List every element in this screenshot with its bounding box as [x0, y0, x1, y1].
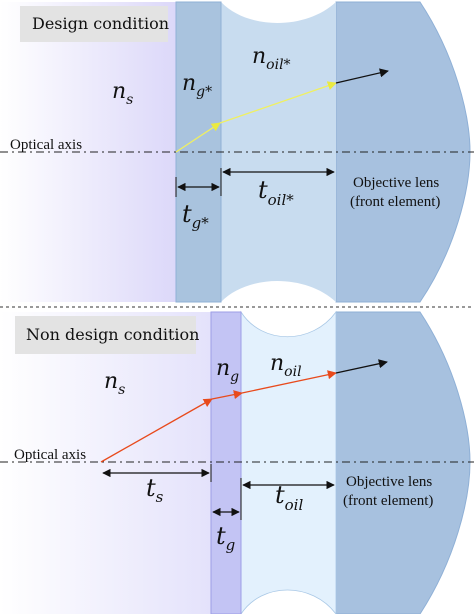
- design-title-box: [20, 6, 168, 42]
- nondesign-sample-medium: [0, 312, 211, 614]
- nondesign-objective-lens: [335, 311, 471, 614]
- design-ray-lens: [335, 68, 389, 84]
- design-n-s: ns: [112, 79, 133, 108]
- design-lens-label-1: Objective lens: [353, 175, 439, 191]
- nondesign-oil-layer: [240, 310, 337, 614]
- nondesign-n-g: ng: [216, 356, 239, 385]
- nondesign-ray-oil: [241, 370, 337, 394]
- nondesign-ray-glass: [211, 390, 243, 400]
- design-n-oil: noil*: [252, 44, 291, 73]
- nondesign-title-box: [15, 316, 196, 354]
- nondesign-t-oil: toil: [275, 481, 303, 514]
- design-lens-label-2: (front element): [350, 194, 440, 210]
- nondesign-panel: Non design condition Optical axis ns ng …: [0, 310, 474, 614]
- nondesign-lens-label-2: (front element): [343, 493, 433, 509]
- design-panel: Design condition Optical axis ns ng* noi…: [0, 1, 474, 303]
- nondesign-lens-label-1: Objective lens: [346, 474, 432, 490]
- nondesign-axis-label: Optical axis: [14, 447, 86, 463]
- design-t-g: tg*: [182, 200, 209, 232]
- nondesign-title: Non design condition: [26, 325, 199, 344]
- nondesign-ray-lens: [335, 359, 388, 374]
- design-title: Design condition: [32, 14, 169, 33]
- nondesign-t-s: ts: [146, 474, 164, 506]
- nondesign-n-s: ns: [104, 369, 125, 398]
- nondesign-coverglass: [210, 311, 242, 614]
- nondesign-n-oil: noil: [270, 351, 302, 380]
- design-n-g: ng*: [182, 71, 212, 100]
- nondesign-t-g: tg: [216, 522, 235, 554]
- design-oil-layer: [221, 2, 336, 302]
- design-ray-glass: [175, 122, 221, 153]
- nondesign-ray-sample: [100, 398, 213, 463]
- design-ray-oil: [219, 81, 337, 124]
- design-axis-label: Optical axis: [10, 137, 82, 153]
- design-t-oil: toil*: [258, 176, 294, 209]
